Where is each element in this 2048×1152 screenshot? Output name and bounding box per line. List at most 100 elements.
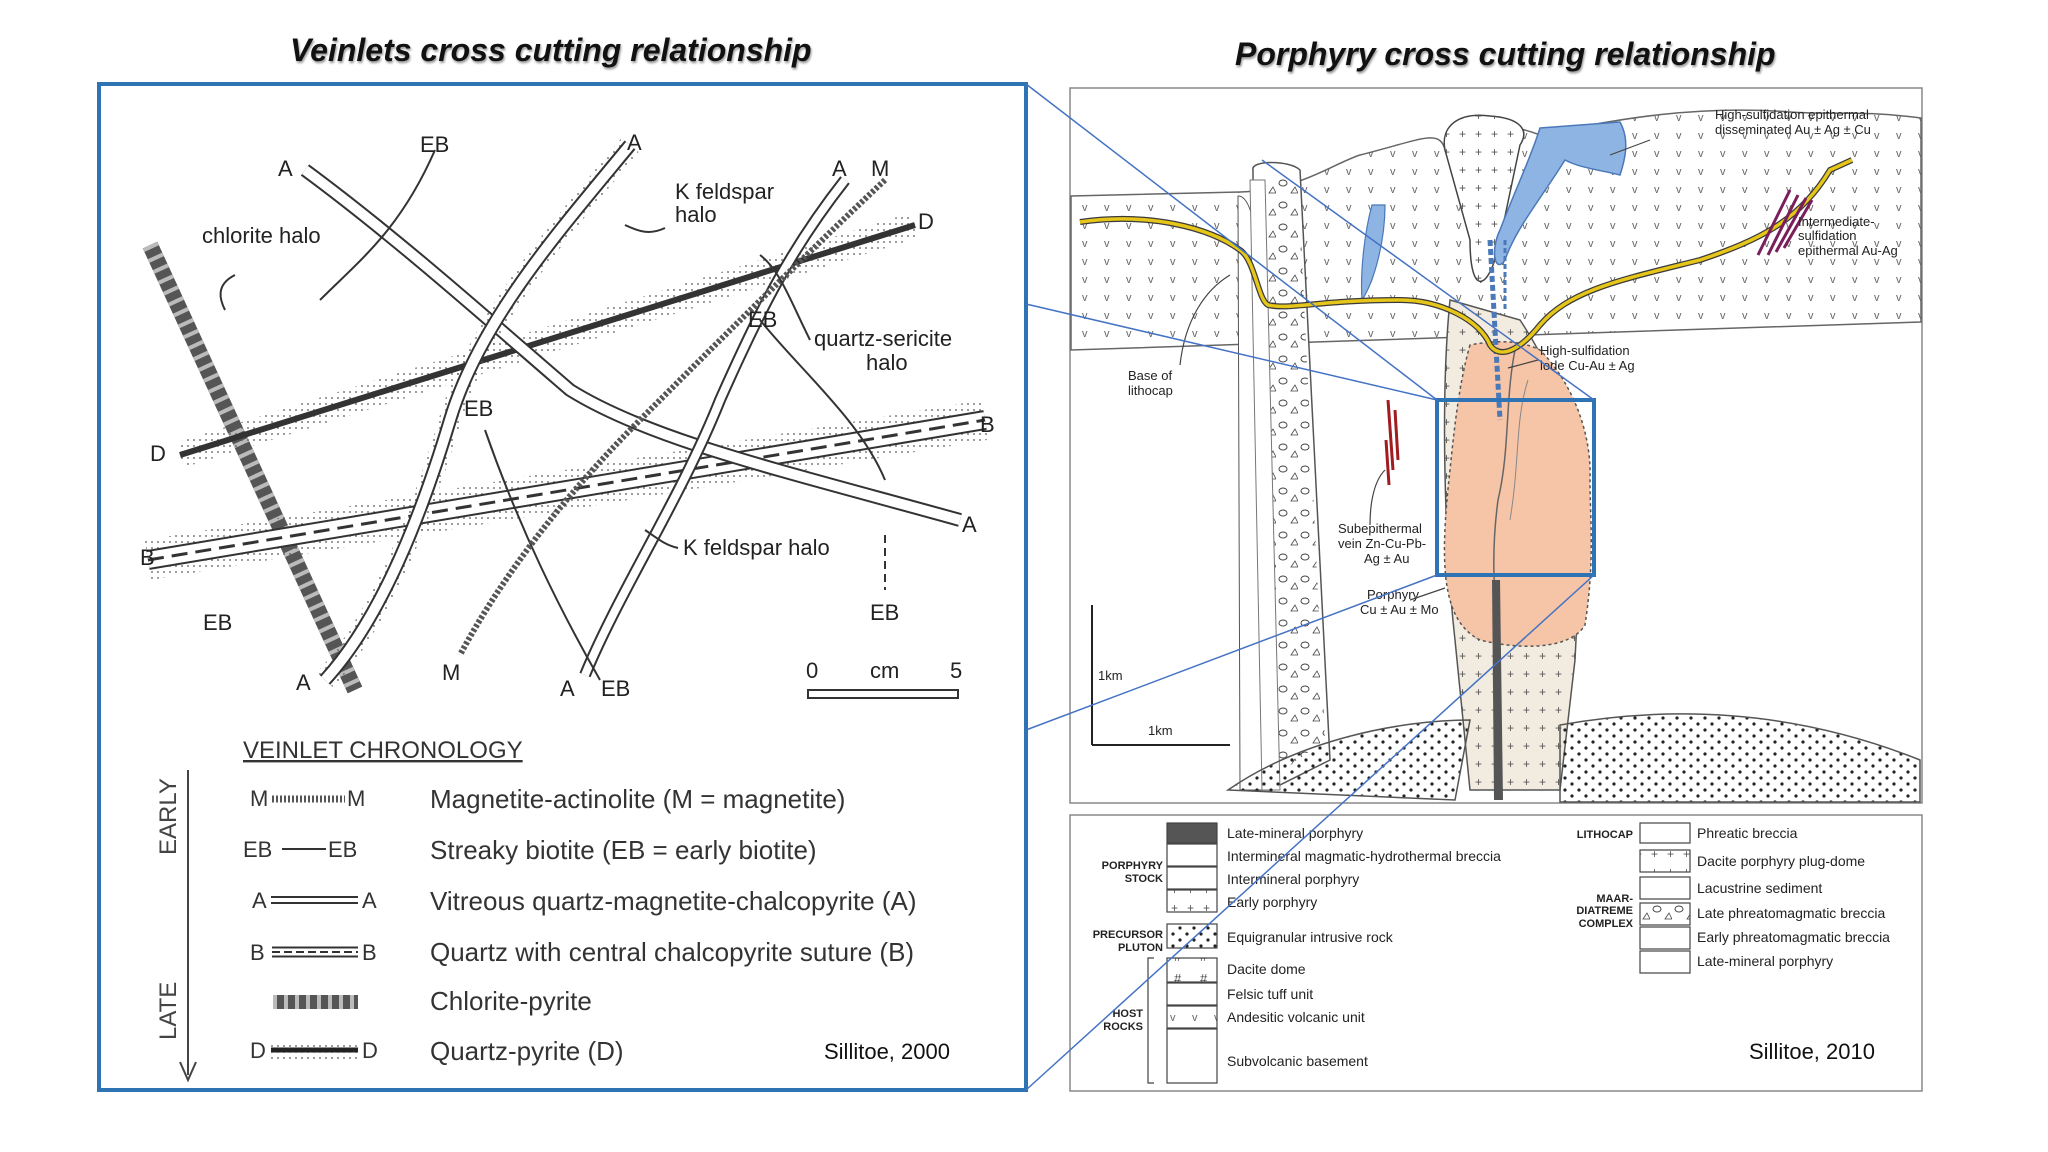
legend-group-labels: PORPHYRY STOCK PRECURSOR PLUTON HOST ROC… — [1093, 829, 1634, 1033]
a-vein-3 — [579, 176, 850, 678]
section-labels: High-sulfidation epithermal disseminated… — [1128, 107, 1898, 617]
svg-text:Felsic tuff unit: Felsic tuff unit — [1227, 986, 1313, 1002]
svg-text:Ag ± Au: Ag ± Au — [1364, 551, 1409, 566]
chron-item-5: Chlorite-pyrite — [430, 986, 592, 1016]
high-sulfidation-lithocap — [1493, 121, 1627, 266]
svg-text:Intermineral magmatic-hydrothe: Intermineral magmatic-hydrothermal brecc… — [1227, 848, 1501, 864]
high-sulfidation-lode — [1487, 239, 1503, 421]
svg-text:cm: cm — [870, 658, 899, 683]
svg-text:Intermineral porphyry: Intermineral porphyry — [1227, 871, 1359, 887]
svg-text:Dacite porphyry plug-dome: Dacite porphyry plug-dome — [1697, 853, 1865, 869]
svg-text:Base of: Base of — [1128, 368, 1172, 383]
svg-text:ROCKS: ROCKS — [1103, 1021, 1143, 1033]
section-scale-bar: 1km 1km — [1091, 605, 1230, 746]
label-eb-3: EB — [464, 396, 493, 421]
chronology-arrow: EARLY LATE — [155, 770, 197, 1083]
kfeldspar-halo-label-top-1: K feldspar — [675, 179, 774, 204]
m-vein — [457, 177, 888, 657]
svg-text:B: B — [250, 940, 265, 965]
late-mineral-porphyry-dike-center — [1492, 580, 1503, 800]
svg-text:Cu ± Au ± Mo: Cu ± Au ± Mo — [1360, 602, 1439, 617]
chron-item-2: Streaky biotite (EB = early biotite) — [430, 835, 817, 865]
chron-item-6: Quartz-pyrite (D) — [430, 1036, 624, 1066]
kfeldspar-halo-label-bottom: K feldspar halo — [683, 535, 830, 560]
svg-text:lode Cu-Au ± Ag: lode Cu-Au ± Ag — [1540, 358, 1635, 373]
svg-text:PRECURSOR: PRECURSOR — [1093, 929, 1163, 941]
late-label: LATE — [155, 982, 182, 1040]
legend-right-swatches — [1639, 822, 1691, 974]
svg-text:EB: EB — [243, 837, 272, 862]
svg-text:lithocap: lithocap — [1128, 383, 1173, 398]
legend-left-items: Late-mineral porphyry Intermineral magma… — [1227, 825, 1501, 1069]
right-title: Porphyry cross cutting relationship — [1235, 36, 1776, 72]
svg-text:PLUTON: PLUTON — [1118, 942, 1163, 954]
svg-text:High-sulfidation: High-sulfidation — [1540, 343, 1630, 358]
label-eb-1: EB — [420, 132, 449, 157]
svg-text:A: A — [252, 888, 267, 913]
svg-text:Subvolcanic basement: Subvolcanic basement — [1227, 1053, 1368, 1069]
subepithermal-veins — [1384, 399, 1400, 486]
svg-text:Dacite dome: Dacite dome — [1227, 961, 1306, 977]
left-panel: A EB A A M D EB EB D B A B EB EB A M A E… — [97, 82, 1028, 1092]
svg-text:Equigranular intrusive rock: Equigranular intrusive rock — [1227, 929, 1394, 945]
chlorite-halo-label: chlorite halo — [202, 223, 321, 248]
svg-text:sulfidation: sulfidation — [1798, 228, 1857, 243]
svg-text:5: 5 — [950, 658, 962, 683]
label-m-1: M — [871, 156, 889, 181]
citation-right: Sillitoe, 2010 — [1749, 1039, 1875, 1064]
svg-text:Andesitic volcanic unit: Andesitic volcanic unit — [1227, 1009, 1365, 1025]
svg-text:M: M — [250, 786, 268, 811]
chron-item-4: Quartz with central chalcopyrite suture … — [430, 937, 914, 967]
svg-text:Early phreatomagmatic breccia: Early phreatomagmatic breccia — [1697, 929, 1890, 945]
svg-text:STOCK: STOCK — [1125, 873, 1163, 885]
svg-text:1km: 1km — [1098, 668, 1123, 683]
chron-texts: Magnetite-actinolite (M = magnetite) Str… — [430, 784, 917, 1066]
kfeldspar-halo-label-top-2: halo — [675, 202, 717, 227]
label-eb-6: EB — [601, 676, 630, 701]
connector-lines — [1025, 83, 1595, 1091]
quartz-sericite-halo-label-2: halo — [866, 350, 908, 375]
label-m-2: M — [442, 660, 460, 685]
eb-vein-2 — [484, 429, 601, 681]
svg-text:M: M — [347, 786, 365, 811]
svg-text:B: B — [362, 940, 377, 965]
svg-text:HOST: HOST — [1112, 1008, 1143, 1020]
label-b-1: B — [980, 412, 995, 437]
early-label: EARLY — [155, 778, 182, 855]
porphyry-highlight-box — [1435, 398, 1596, 577]
svg-text:LITHOCAP: LITHOCAP — [1577, 829, 1633, 841]
svg-text:Early porphyry: Early porphyry — [1227, 894, 1317, 910]
citation-left: Sillitoe, 2000 — [824, 1039, 950, 1064]
svg-text:High-sulfidation epithermal: High-sulfidation epithermal — [1715, 107, 1869, 122]
right-panel: High-sulfidation epithermal disseminated… — [1069, 87, 1923, 1092]
dacite-porphyry-plug-dome — [1444, 115, 1524, 282]
svg-text:Phreatic breccia: Phreatic breccia — [1697, 825, 1798, 841]
chlorite-vein — [142, 241, 363, 694]
svg-text:Late-mineral porphyry: Late-mineral porphyry — [1697, 953, 1833, 969]
svg-text:PORPHYRY: PORPHYRY — [1102, 860, 1164, 872]
svg-text:DIATREME: DIATREME — [1576, 905, 1633, 917]
svg-text:epithermal Au-Ag: epithermal Au-Ag — [1798, 243, 1898, 258]
label-eb-2: EB — [748, 307, 777, 332]
svg-text:EB: EB — [328, 837, 357, 862]
svg-text:D: D — [250, 1038, 266, 1063]
eb-vein-3 — [759, 319, 886, 481]
svg-text:disseminated Au ± Ag ± Cu: disseminated Au ± Ag ± Cu — [1715, 122, 1871, 137]
label-a-2: A — [627, 130, 642, 155]
chlorite-halo-leader — [219, 274, 236, 311]
label-eb-5: EB — [870, 600, 899, 625]
legend-left-swatches — [1166, 822, 1218, 1084]
label-eb-4: EB — [203, 610, 232, 635]
left-title: Veinlets cross cutting relationship — [290, 32, 812, 68]
label-a-1: A — [278, 156, 293, 181]
svg-text:vein Zn-Cu-Pb-: vein Zn-Cu-Pb- — [1338, 536, 1426, 551]
label-d-1: D — [918, 209, 934, 234]
a-vein-1 — [300, 164, 962, 527]
porphyry-ore-shell — [1443, 340, 1592, 647]
precursor-pluton-right — [1559, 713, 1921, 803]
svg-text:MAAR-: MAAR- — [1596, 893, 1633, 905]
intermediate-sulfidation-veins — [1756, 189, 1814, 256]
chron-symbols: M M EB EB A A B B D D — [243, 786, 378, 1063]
quartz-sericite-halo-label-1: quartz-sericite — [814, 326, 952, 351]
chron-item-3: Vitreous quartz-magnetite-chalcopyrite (… — [430, 886, 917, 916]
